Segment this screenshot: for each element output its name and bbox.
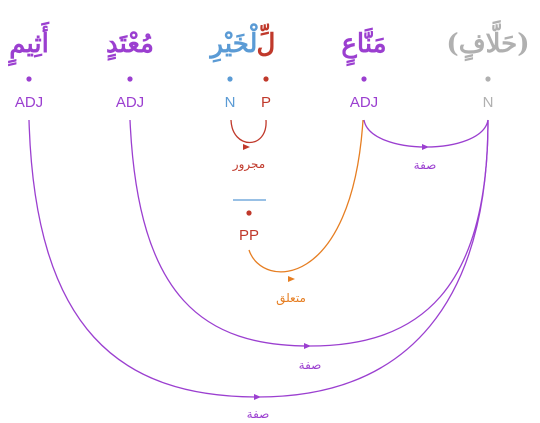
label-sifa-3: صفة [247, 407, 270, 421]
dot-athim [26, 76, 32, 82]
word-khayr: لْخَيْرِ [209, 22, 259, 63]
dot-mutad [127, 76, 133, 82]
arc-sifa-1 [363, 119, 489, 148]
dot-pp [246, 210, 252, 216]
dot-mannaa [361, 76, 367, 82]
word-hallaf: (حَلَّافٍ) [446, 19, 529, 61]
word-athim: أَثِيمٍ [8, 22, 50, 67]
arrow-sifa-3 [254, 394, 261, 400]
arrow-majrur [243, 144, 250, 150]
dot-lil [263, 76, 269, 82]
tag-mutad: ADJ [116, 94, 144, 111]
word-mannaa: مَنَّاعٍ [341, 27, 386, 67]
word-lil-prefix: لِّ [257, 23, 276, 59]
label-sifa-2: صفة [299, 358, 322, 372]
label-mutaalliq: متعلق [276, 291, 306, 306]
dot-hallaf [485, 76, 491, 82]
tag-pp: PP [239, 227, 259, 244]
word-mutad: مُعْتَدٍ [106, 29, 154, 61]
arrow-sifa-1 [422, 144, 429, 150]
arc-majrur [230, 119, 267, 144]
arrow-mutaalliq [288, 276, 295, 282]
arc-sifa-2 [129, 119, 489, 347]
arc-mutaalliq [248, 119, 364, 273]
tag-mannaa: ADJ [350, 94, 378, 111]
dot-khayr [227, 76, 233, 82]
label-majrur: مجرور [232, 157, 265, 172]
tag-khayr: N [225, 94, 236, 111]
tag-athim: ADJ [15, 94, 43, 111]
tag-hallaf: N [483, 94, 494, 111]
tag-lil: P [261, 94, 271, 111]
label-sifa-1: صفة [414, 158, 437, 172]
arrow-sifa-2 [304, 343, 311, 349]
